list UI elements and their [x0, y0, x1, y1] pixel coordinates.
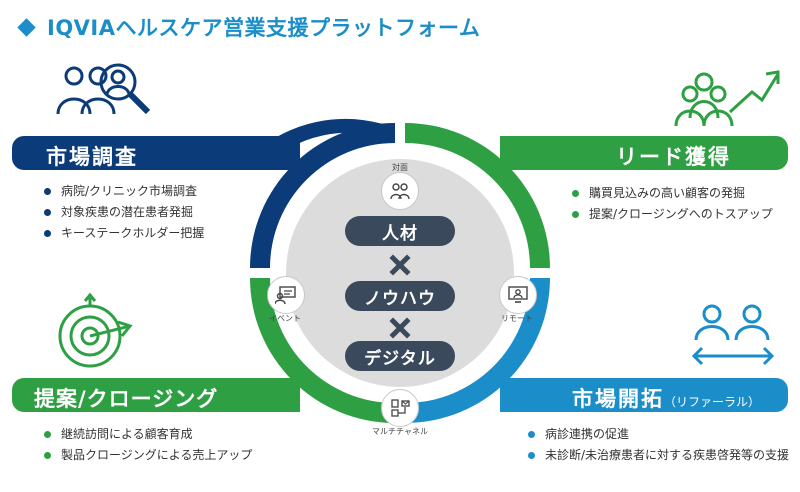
- bar-top-left: [12, 136, 300, 170]
- people-search-icon: [56, 63, 151, 115]
- remote-icon: [499, 276, 537, 314]
- channel-event-label: イベント: [269, 314, 301, 323]
- center-disc: [286, 159, 514, 387]
- label-market-development: 市場開拓（リファーラル）: [572, 383, 760, 413]
- list-item: 未診断/未治療患者に対する疾患啓発等の支援: [528, 445, 789, 466]
- pill-human-resources: 人材: [345, 216, 455, 246]
- event-icon: [267, 276, 305, 314]
- list-item: 製品クロージングによる売上アップ: [44, 445, 252, 466]
- list-item: 対象疾患の潜在患者発掘: [44, 202, 204, 223]
- list-item: 継続訪問による顧客育成: [44, 424, 252, 445]
- channel-face-to-face-label: 対面: [392, 163, 408, 172]
- channel-remote-label: リモート: [501, 314, 533, 323]
- list-item: 提案/クロージングへのトスアップ: [572, 204, 773, 225]
- ring-top-right: [405, 123, 550, 268]
- list-market-research: 病院/クリニック市場調査 対象疾患の潜在患者発掘 キーステークホルダー把握: [44, 181, 204, 244]
- label-market-development-main: 市場開拓: [572, 387, 664, 411]
- pill-digital: デジタル: [345, 341, 455, 371]
- multiply-icon: [389, 254, 411, 276]
- face-to-face-icon: [381, 172, 419, 210]
- channel-multichannel-label: マルチチャネル: [372, 427, 428, 436]
- page-title-block: IQVIAヘルスケア営業支援プラットフォーム: [14, 12, 480, 42]
- target-arrow-icon: [58, 292, 133, 368]
- multichannel-icon: [381, 389, 419, 427]
- label-market-development-suffix: （リファーラル）: [664, 395, 761, 409]
- people-exchange-icon: [691, 304, 775, 366]
- list-lead-acquisition: 購買見込みの高い顧客の発掘 提案/クロージングへのトスアップ: [572, 183, 773, 225]
- label-proposal-closing: 提案/クロージング: [34, 387, 219, 411]
- list-item: 病診連携の促進: [528, 424, 789, 445]
- label-market-research: 市場調査: [46, 145, 138, 169]
- list-item: 病院/クリニック市場調査: [44, 181, 204, 202]
- list-market-development: 病診連携の促進 未診断/未治療患者に対する疾患啓発等の支援: [528, 424, 789, 466]
- group-growth-arrow-icon: [674, 70, 780, 127]
- multiply-icon: [389, 317, 411, 339]
- list-item: キーステークホルダー把握: [44, 223, 204, 244]
- list-item: 購買見込みの高い顧客の発掘: [572, 183, 773, 204]
- ring-top-left: [250, 123, 395, 268]
- list-proposal-closing: 継続訪問による顧客育成 製品クロージングによる売上アップ: [44, 424, 252, 466]
- ring-bottom-left: [250, 278, 395, 423]
- label-lead-acquisition: リード獲得: [616, 145, 731, 169]
- bar-top-right: [500, 136, 788, 170]
- bar-bottom-right: [500, 378, 788, 412]
- pill-know-how: ノウハウ: [345, 281, 455, 311]
- bar-bottom-left: [12, 378, 300, 412]
- page-title: IQVIAヘルスケア営業支援プラットフォーム: [47, 16, 481, 40]
